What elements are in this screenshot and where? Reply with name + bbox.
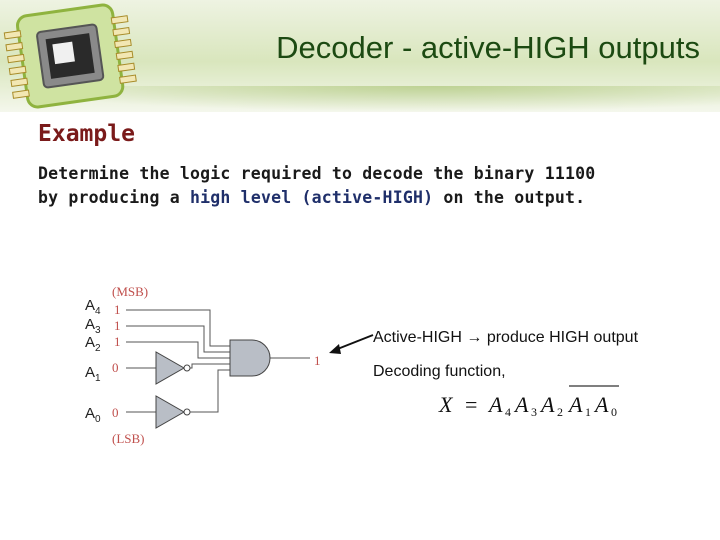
inverter-a1-icon (155, 351, 191, 385)
svg-text:3: 3 (531, 405, 537, 419)
right-arrow-icon: → (466, 329, 483, 346)
decoding-function-note: Decoding function, (373, 363, 506, 380)
formula-term-a3: A (513, 392, 529, 417)
svg-text:1: 1 (585, 405, 591, 419)
input-label-a1: A1 (85, 364, 101, 384)
problem-line-2-pre: by producing a (38, 188, 191, 207)
decoding-formula: X = A 4 A 3 A 2 A 1 A 0 (438, 385, 619, 419)
formula-term-a4: A (487, 392, 503, 417)
problem-statement: Determine the logic required to decode t… (38, 162, 718, 210)
bit-a0: 0 (112, 405, 119, 420)
inverter-a0-icon (155, 395, 191, 429)
input-label-a4: A4 (85, 297, 101, 317)
and-gate-icon (229, 339, 271, 377)
input-label-a2: A2 (85, 334, 101, 354)
bit-a4: 1 (114, 302, 121, 317)
decoder-circuit-diagram: (MSB) (LSB) 1 1 1 0 0 1 (112, 284, 321, 446)
active-high-note: Active-HIGH → produce HIGH output (373, 329, 639, 346)
formula-lhs: X (438, 392, 454, 417)
formula-term-a2: A (539, 392, 555, 417)
chip-logo-icon (3, 3, 137, 109)
svg-text:0: 0 (611, 405, 617, 419)
slide-title: Decoder - active-HIGH outputs (276, 30, 700, 65)
bit-a2: 1 (114, 334, 121, 349)
bit-output: 1 (314, 353, 321, 368)
bit-a3: 1 (114, 318, 121, 333)
problem-line-1: Determine the logic required to decode t… (38, 164, 596, 183)
problem-line-2: by producing a high level (active-HIGH) … (38, 186, 718, 210)
bit-a1: 0 (112, 360, 119, 375)
input-label-a3: A3 (85, 316, 101, 336)
formula-term-a1: A (567, 392, 583, 417)
lsb-label: (LSB) (112, 431, 145, 446)
problem-line-2-post: on the output. (433, 188, 586, 207)
msb-label: (MSB) (112, 284, 148, 299)
arrow-icon (329, 334, 374, 354)
formula-equals: = (465, 392, 477, 417)
svg-text:2: 2 (557, 405, 563, 419)
input-label-a0: A0 (85, 405, 101, 425)
example-label: Example (38, 121, 135, 147)
formula-term-a0: A (593, 392, 609, 417)
problem-highlight: high level (active-HIGH) (190, 188, 434, 207)
svg-text:4: 4 (505, 405, 511, 419)
